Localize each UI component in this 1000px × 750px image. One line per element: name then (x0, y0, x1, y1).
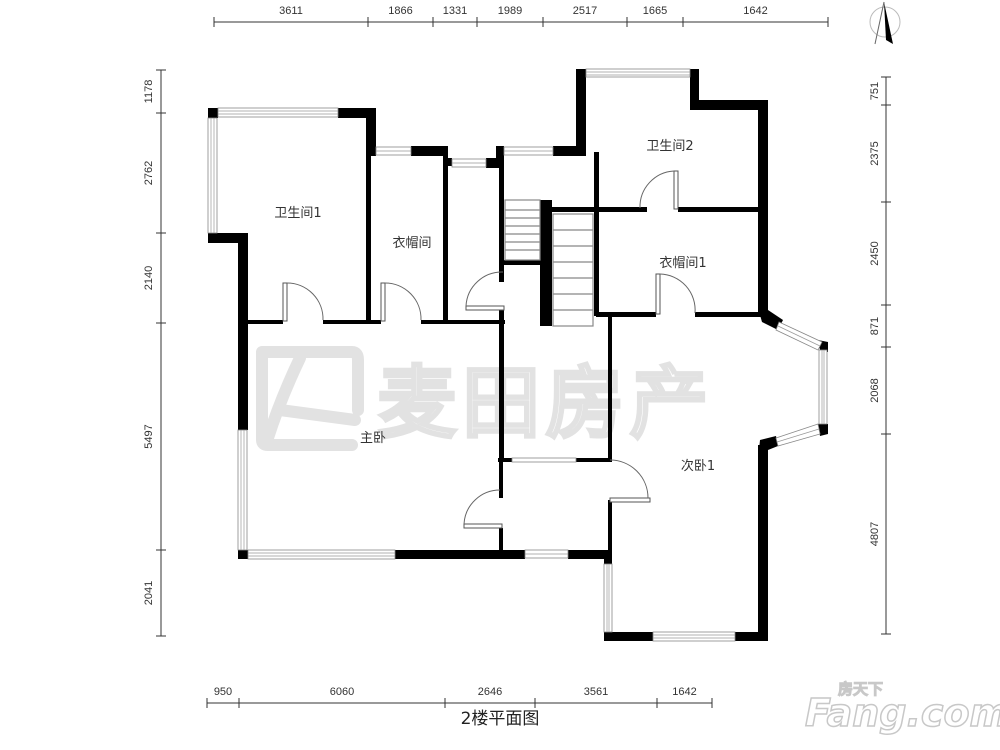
dimension-label: 2041 (143, 581, 155, 605)
dimension-label: 871 (869, 317, 881, 335)
dimension-label: 2375 (869, 141, 881, 165)
dimension-ruler-left: 1178 2762 2140 5497 2041 (143, 69, 166, 637)
brand-en-text: Fang.com (805, 691, 1000, 735)
dimension-label: 1642 (672, 686, 696, 698)
dimension-label: 4807 (869, 522, 881, 546)
door-second-bedroom (609, 459, 651, 503)
dimension-label: 5497 (143, 424, 155, 448)
brand-cn-text: 房天下 (838, 680, 883, 698)
room-label-bathroom-1: 卫生间1 (274, 206, 321, 221)
room-labels: 卫生间1 衣帽间 主卧 卫生间2 衣帽间1 次卧1 (274, 139, 715, 474)
dimension-label: 1866 (388, 5, 412, 17)
watermark: 麦田房产 (256, 346, 714, 451)
staircase (504, 199, 594, 327)
windows (207, 68, 828, 642)
dimension-label: 1178 (143, 80, 155, 104)
dimension-label: 2140 (143, 266, 155, 290)
north-arrow-icon (869, 1, 901, 45)
room-label-master-bedroom: 主卧 (360, 431, 386, 446)
dimension-label: 2517 (573, 5, 597, 17)
room-label-bathroom-2: 卫生间2 (646, 139, 693, 154)
door-corridor-left (465, 271, 505, 311)
dimension-label: 1665 (643, 5, 667, 17)
dimension-ruler-top: 3611 1866 1331 1989 2517 1665 1642 (213, 5, 829, 27)
dimension-label: 3611 (279, 5, 303, 17)
door-wardrobe (380, 282, 422, 322)
dimension-label: 2068 (869, 378, 881, 402)
room-label-second-bedroom-1: 次卧1 (681, 458, 715, 474)
room-label-wardrobe-1: 衣帽间1 (659, 255, 706, 271)
dimension-label: 3561 (584, 686, 608, 698)
watermark-logo-icon (256, 346, 364, 451)
dimension-ruler-right: 751 2375 2450 871 2068 4807 (869, 76, 891, 635)
dimension-label: 2646 (478, 686, 502, 698)
watermark-text: 麦田房产 (378, 359, 714, 449)
dimension-ruler-bottom: 950 6060 2646 3561 1642 (206, 686, 713, 708)
door-master-bedroom (463, 489, 503, 529)
room-label-wardrobe: 衣帽间 (392, 235, 431, 251)
dimension-label: 2450 (869, 241, 881, 265)
plan-title: 2楼平面图 (461, 709, 540, 729)
dimension-label: 751 (869, 82, 881, 100)
walls (208, 69, 828, 641)
door-wardrobe-1 (655, 273, 696, 315)
dimension-label: 1331 (443, 5, 467, 17)
dimension-label: 1989 (498, 5, 522, 17)
dimension-label: 1642 (743, 5, 767, 17)
door-bathroom-2 (639, 170, 679, 210)
fang-com-logo: 房天下 Fang.com (804, 680, 1000, 736)
door-bathroom-1 (282, 282, 324, 322)
dimension-label: 2762 (143, 161, 155, 185)
dimension-label: 950 (214, 686, 232, 698)
dimension-label: 6060 (330, 686, 354, 698)
doors (282, 170, 696, 529)
